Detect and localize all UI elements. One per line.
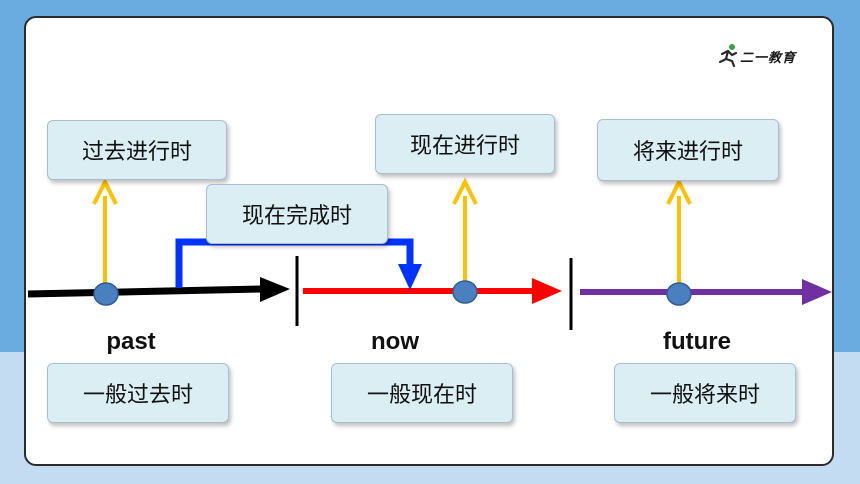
now-label: now [371, 328, 419, 355]
future-progressive-box: 将来进行时 [597, 119, 779, 181]
logo: 二一教育 [716, 42, 816, 70]
future-progressive-arrow [666, 177, 692, 294]
future-dot [666, 282, 692, 306]
now-arrow [303, 278, 562, 304]
future-arrow [580, 279, 832, 305]
runner-icon [718, 44, 738, 68]
past-dot [93, 282, 119, 306]
past-arrow [27, 277, 290, 302]
now-dot [452, 280, 478, 304]
present-progressive-arrow [452, 177, 478, 292]
present-perfect-bracket [175, 238, 422, 290]
past-label: past [106, 328, 156, 355]
simple-past-box: 一般过去时 [47, 363, 229, 423]
present-perfect-box: 现在完成时 [206, 184, 388, 244]
simple-future-box: 一般将来时 [614, 363, 796, 423]
past-progressive-box: 过去进行时 [47, 120, 227, 180]
simple-present-box: 一般现在时 [331, 363, 513, 423]
logo-text: 二一教育 [740, 51, 797, 66]
future-label: future [663, 328, 731, 355]
past-progressive-arrow [92, 177, 118, 292]
present-progressive-box: 现在进行时 [375, 114, 555, 174]
